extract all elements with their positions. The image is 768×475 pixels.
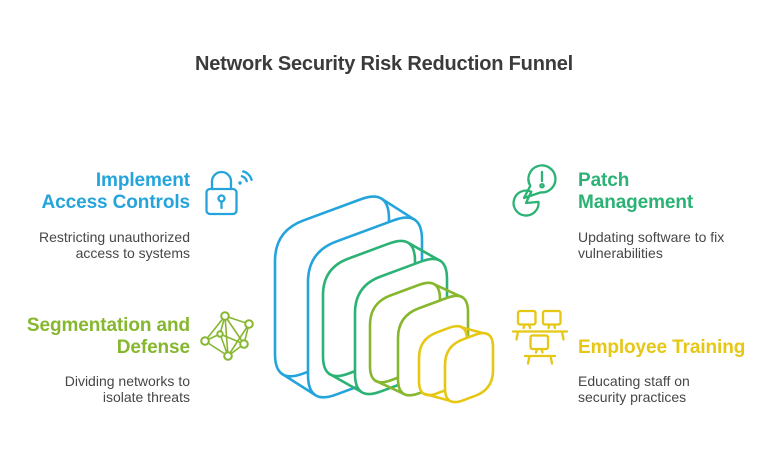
item-heading-implement-access-controls: Implement Access Controls [41,170,191,213]
lock-wifi-icon [205,170,253,216]
item-description-implement-access-controls: Restricting unauthorized access to syste… [39,229,190,261]
item-description-segmentation-and-defense: Dividing networks to isolate threats [64,373,190,405]
item-heading-employee-training: Employee Training [578,337,746,358]
alert-pie-chart-icon [512,164,557,217]
funnel-graphic [273,195,495,404]
item-heading-segmentation-and-defense: Segmentation and Defense [26,315,190,358]
page-title: Network Security Risk Reduction Funnel [194,53,574,75]
network-graph-icon [200,311,254,361]
item-description-patch-management: Updating software to fix vulnerabilities [578,229,725,261]
workstations-icon [511,309,569,365]
item-description-employee-training: Educating staff on security practices [578,373,690,405]
item-heading-patch-management: Patch Management [578,170,694,213]
